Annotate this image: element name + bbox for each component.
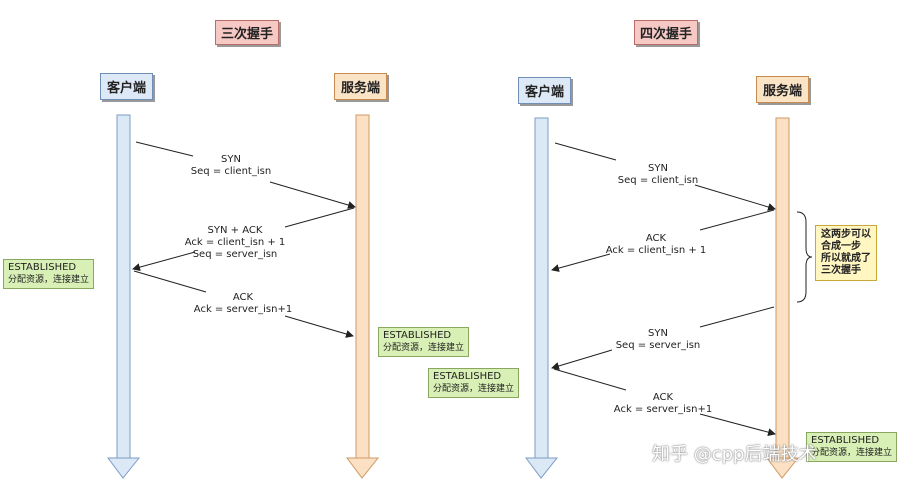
watermark: 知乎 @cpp后端技术: [652, 444, 817, 465]
left-msg2-arrow: [132, 207, 355, 272]
right-client-established: ESTABLISHED 分配资源，连接建立: [428, 368, 520, 398]
right-server-label: 服务端: [756, 76, 810, 103]
left-client-label: 客户端: [100, 73, 154, 100]
left-server-established: ESTABLISHED 分配资源，连接建立: [378, 327, 470, 357]
left-client-lifeline: [107, 114, 141, 479]
right-msg3-arrow: [551, 306, 775, 370]
left-client-established: ESTABLISHED 分配资源，连接建立: [3, 259, 95, 289]
right-title: 四次握手: [634, 20, 699, 45]
right-client-lifeline: [525, 117, 559, 479]
right-msg2-arrow: [551, 209, 775, 272]
left-server-lifeline: [346, 114, 380, 479]
right-msg4-arrow: [553, 368, 776, 437]
left-msg1-arrow: [135, 141, 356, 209]
right-server-established: ESTABLISHED 分配资源，连接建立: [806, 432, 898, 462]
right-msg1-arrow: [554, 142, 776, 211]
right-server-lifeline: [766, 117, 800, 479]
left-msg3-arrow: [133, 270, 354, 338]
right-client-label: 客户端: [518, 77, 572, 104]
left-server-label: 服务端: [334, 73, 388, 100]
merge-bracket: [796, 211, 813, 303]
merge-note: 这两步可以合成一步 所以就成了三次握手: [815, 225, 877, 281]
left-title: 三次握手: [215, 20, 280, 45]
